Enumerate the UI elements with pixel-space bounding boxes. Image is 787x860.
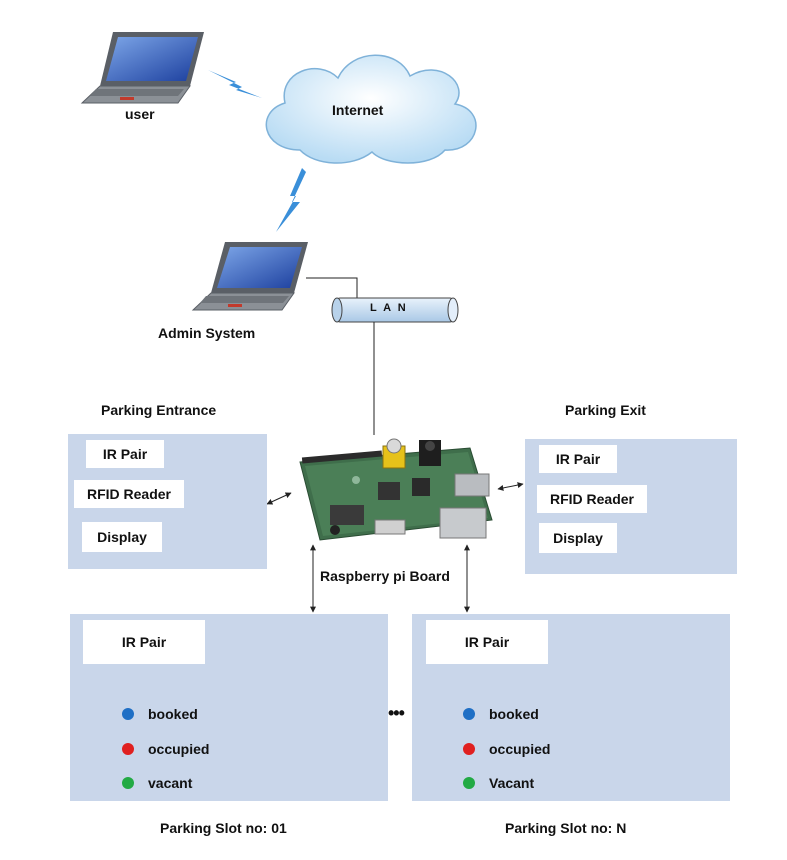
parking-slot-n-caption: Parking Slot no: N xyxy=(505,820,627,836)
exit-display-chip: Display xyxy=(539,523,617,553)
parking-exit-title: Parking Exit xyxy=(565,402,646,418)
slot-01-status-vacant: vacant xyxy=(122,775,192,791)
status-label: Vacant xyxy=(489,775,535,791)
internet-cloud-icon xyxy=(265,54,477,164)
admin-laptop-icon xyxy=(191,242,308,311)
red-dot-icon xyxy=(463,743,475,755)
blue-dot-icon xyxy=(463,708,475,720)
entrance-display-chip: Display xyxy=(82,522,162,552)
slot-n-status-occupied: occupied xyxy=(463,741,550,757)
red-dot-icon xyxy=(122,743,134,755)
entrance-ir-pair-chip: IR Pair xyxy=(86,440,164,468)
entrance-board-arrow xyxy=(266,492,292,505)
status-label: booked xyxy=(148,706,198,722)
wireless-link-user-icon xyxy=(208,70,262,98)
admin-system-label: Admin System xyxy=(158,325,256,341)
parking-slot-01-caption: Parking Slot no: 01 xyxy=(160,820,287,836)
parking-entrance-panel: IR Pair RFID Reader Display xyxy=(68,434,267,569)
user-laptop-icon xyxy=(80,32,204,104)
status-label: occupied xyxy=(489,741,551,757)
status-label: occupied xyxy=(148,741,210,757)
slot-n-ir-pair-chip: IR Pair xyxy=(426,620,548,664)
lan-bus xyxy=(331,297,459,323)
raspberry-pi-label: Raspberry pi Board xyxy=(320,568,450,584)
entrance-rfid-reader-chip: RFID Reader xyxy=(74,480,184,508)
raspberry-pi-board-image xyxy=(293,435,498,543)
user-label: user xyxy=(125,106,155,122)
status-label: booked xyxy=(489,706,539,722)
status-label: vacant xyxy=(148,775,193,791)
parking-exit-panel: IR Pair RFID Reader Display xyxy=(525,439,737,574)
wireless-link-admin-icon xyxy=(276,168,306,232)
internet-label: Internet xyxy=(332,102,384,118)
slot-n-status-booked: booked xyxy=(463,706,539,722)
more-slots-ellipsis: ••• xyxy=(388,703,405,723)
green-dot-icon xyxy=(122,777,134,789)
exit-ir-pair-chip: IR Pair xyxy=(539,445,617,473)
admin-lan-connector xyxy=(306,277,358,298)
parking-slot-n-panel: IR Pair booked occupied Vacant xyxy=(412,614,730,801)
slot-01-status-occupied: occupied xyxy=(122,741,209,757)
parking-entrance-title: Parking Entrance xyxy=(101,402,217,418)
blue-dot-icon xyxy=(122,708,134,720)
green-dot-icon xyxy=(463,777,475,789)
slot-01-status-booked: booked xyxy=(122,706,198,722)
parking-slot-01-panel: IR Pair booked occupied vacant xyxy=(70,614,388,801)
lan-label: L A N xyxy=(370,302,408,314)
slot-n-status-vacant: Vacant xyxy=(463,775,534,791)
exit-rfid-reader-chip: RFID Reader xyxy=(537,485,647,513)
exit-board-arrow xyxy=(497,482,524,491)
slot-01-ir-pair-chip: IR Pair xyxy=(83,620,205,664)
